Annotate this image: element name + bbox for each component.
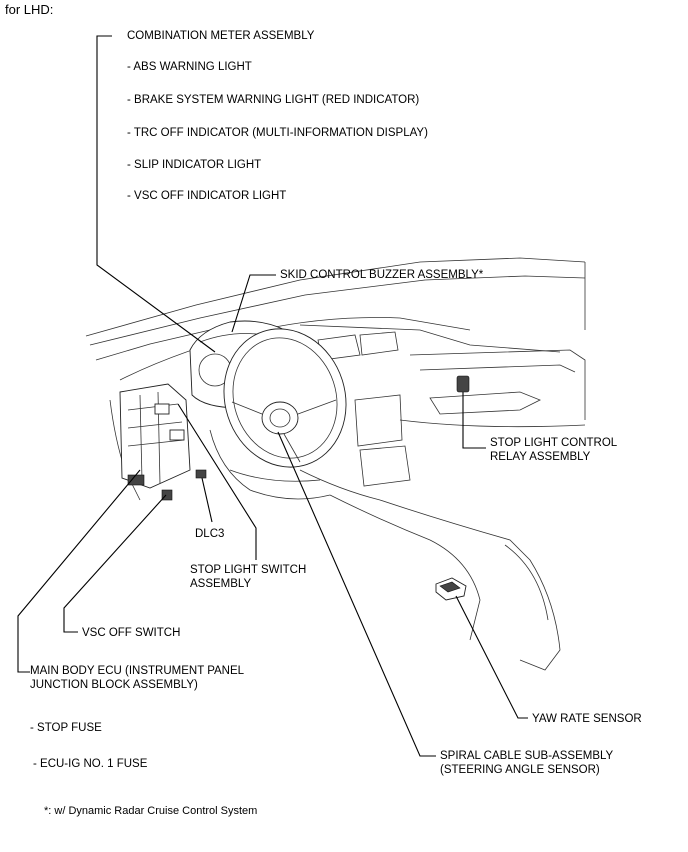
label-stop-switch-line1: STOP LIGHT SWITCH xyxy=(190,564,307,576)
leader-lines xyxy=(17,35,528,757)
label-trc-off: - TRC OFF INDICATOR (MULTI-INFORMATION D… xyxy=(127,127,428,139)
steering-wheel-drawing xyxy=(223,328,347,468)
label-vsc-off-switch: VSC OFF SWITCH xyxy=(82,627,181,639)
label-spiral-cable-line2: (STEERING ANGLE SENSOR) xyxy=(440,764,600,776)
label-yaw-rate: YAW RATE SENSOR xyxy=(532,713,642,725)
label-combination-meter: COMBINATION METER ASSEMBLY xyxy=(127,30,315,42)
footnote: *: w/ Dynamic Radar Cruise Control Syste… xyxy=(44,805,258,817)
label-dlc3: DLC3 xyxy=(195,528,225,540)
label-stop-relay-line1: STOP LIGHT CONTROL xyxy=(490,437,618,449)
label-spiral-cable-line1: SPIRAL CABLE SUB-ASSEMBLY xyxy=(440,750,614,762)
label-stop-switch-line2: ASSEMBLY xyxy=(190,578,252,590)
label-ecu-ig-fuse: - ECU-IG NO. 1 FUSE xyxy=(33,758,148,770)
label-skid-buzzer: SKID CONTROL BUZZER ASSEMBLY* xyxy=(280,269,484,281)
stop-light-relay-drawing xyxy=(456,375,470,393)
label-vsc-off-indicator: - VSC OFF INDICATOR LIGHT xyxy=(127,190,287,202)
label-abs-warning: - ABS WARNING LIGHT xyxy=(127,61,252,73)
label-slip-indicator: - SLIP INDICATOR LIGHT xyxy=(127,159,262,171)
page-title: for LHD: xyxy=(5,2,54,17)
junction-block-drawing xyxy=(119,383,207,501)
yaw-rate-sensor-drawing xyxy=(435,577,467,601)
label-stop-fuse: - STOP FUSE xyxy=(30,722,102,734)
label-stop-relay-line2: RELAY ASSEMBLY xyxy=(490,451,591,463)
label-brake-warning: - BRAKE SYSTEM WARNING LIGHT (RED INDICA… xyxy=(127,94,420,106)
label-main-body-ecu-line2: JUNCTION BLOCK ASSEMBLY) xyxy=(30,679,198,691)
label-main-body-ecu-line1: MAIN BODY ECU (INSTRUMENT PANEL xyxy=(30,665,245,677)
